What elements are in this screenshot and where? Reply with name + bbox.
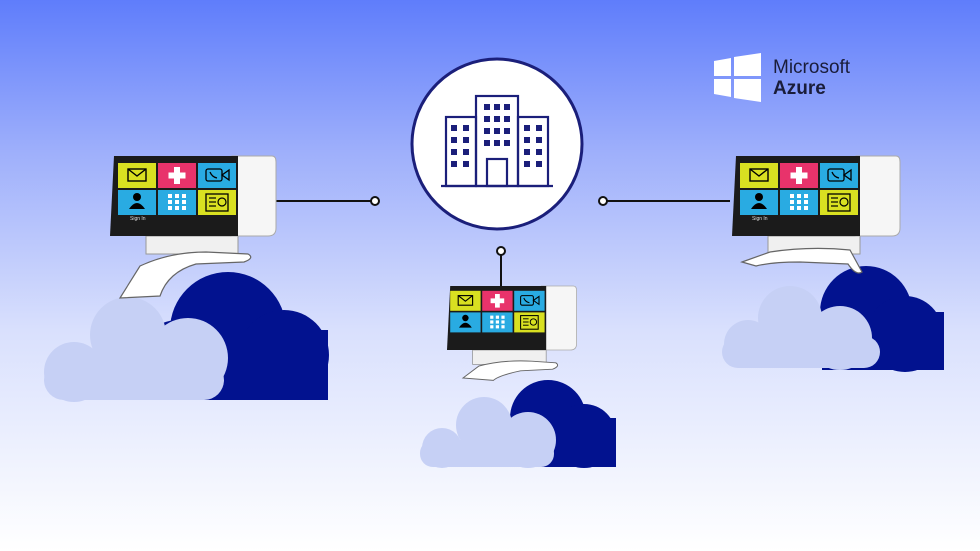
cloud-center: [420, 380, 616, 468]
cloud-left: [44, 272, 329, 402]
connector-right: [598, 196, 730, 206]
screen-caption-right: Sign In: [752, 216, 768, 222]
brand-name: Microsoft Azure: [773, 57, 851, 100]
connector-left: [275, 196, 380, 206]
terminal-left: Sign In: [110, 155, 277, 299]
hospital-hub: [410, 57, 584, 231]
screen-caption-left: Sign In: [130, 216, 146, 222]
brand-line2: Azure: [773, 77, 826, 99]
cloud-right: [722, 266, 944, 372]
terminal-right: Sign In: [732, 155, 901, 274]
terminal-center: [447, 285, 578, 381]
windows-logo-icon: [714, 53, 761, 102]
brand-line1: Microsoft: [773, 57, 851, 78]
hospital-building-icon: [441, 94, 553, 188]
connector-center: [496, 246, 506, 286]
